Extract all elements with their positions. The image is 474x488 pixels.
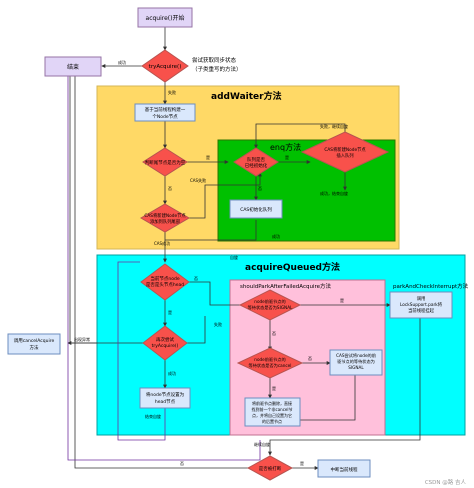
label-continue-loop: 继续自旋: [254, 441, 270, 447]
cas-tail-decision: CAS将新建Node节点 添加到队列尾部: [140, 203, 190, 233]
svg-text:node前驱节点的: node前驱节点的: [254, 298, 285, 305]
svg-text:驱节点的等待状态为: 驱节点的等待状态为: [337, 358, 375, 365]
svg-text:点，并将自己设置为它: 点，并将自己设置为它: [252, 412, 292, 418]
svg-text:等待状态是否为cancel: 等待状态是否为cancel: [249, 362, 292, 369]
try-acquire-decision: tryAcquire(): [141, 49, 189, 83]
skip-cancelled-box: 将前驱节点删除，直接 找到前一个非cancel节 点，并将自己设置为它 的后置节…: [244, 397, 301, 427]
svg-text:SIGNAL: SIGNAL: [348, 365, 364, 370]
label-fail-try: 失败: [168, 89, 176, 95]
svg-text:node前驱节点的: node前驱节点的: [254, 356, 285, 363]
svg-text:结束: 结束: [67, 63, 79, 71]
svg-text:CAS尝试将node的前: CAS尝试将node的前: [336, 352, 376, 359]
add-waiter-title: addWaiter方法: [211, 90, 282, 102]
svg-text:CAS将新建Node节点: CAS将新建Node节点: [324, 146, 366, 153]
start-node: acquire()开始: [137, 7, 193, 28]
svg-text:队列是否: 队列是否: [247, 156, 265, 163]
try-acquire-note: 尝试获取同步状态: [192, 56, 237, 64]
pred-signal-decision: node前驱节点的 等待状态是否为SIGNAL: [238, 289, 302, 321]
svg-text:当前节点node: 当前节点node: [150, 275, 179, 282]
svg-text:将前驱节点删除，直接: 将前驱节点删除，直接: [252, 400, 292, 406]
label-success-try: 成功: [118, 59, 126, 65]
svg-text:是否是头节点head: 是否是头节点head: [146, 281, 184, 288]
watermark: CSDN @路 吉人: [425, 478, 467, 486]
svg-text:找到前一个非cancel节: 找到前一个非cancel节: [252, 406, 293, 412]
enq-title: enq方法: [270, 142, 301, 152]
svg-text:当前线程挂起: 当前线程挂起: [408, 307, 434, 314]
cancel-acquire-box: 调用cancelAcquire 方法: [7, 333, 61, 355]
svg-text:CAS初始化队列: CAS初始化队列: [240, 206, 272, 213]
label-queue-no: 否: [258, 186, 262, 191]
svg-text:的后置节点: 的后置节点: [262, 418, 282, 424]
svg-text:插入队列: 插入队列: [336, 152, 353, 159]
svg-text:head节点: head节点: [155, 399, 176, 405]
label-interrupt-no: 否: [180, 461, 184, 466]
interrupted-decision: 是否被打断: [246, 455, 294, 481]
label-enq-success: 成功，结束自旋: [320, 190, 348, 196]
svg-text:LockSupport.park将: LockSupport.park将: [400, 301, 443, 308]
should-park-title: shouldParkAfterFailedAcquire方法: [240, 282, 331, 290]
svg-text:等待状态是否为SIGNAL: 等待状态是否为SIGNAL: [248, 304, 293, 311]
label-exception: 出现异常: [74, 336, 90, 342]
svg-text:个Node节点: 个Node节点: [152, 114, 178, 120]
svg-text:tryAcquire(): tryAcquire(): [152, 343, 179, 349]
svg-text:方法: 方法: [30, 344, 39, 351]
label-queue-yes: 是: [285, 154, 289, 160]
svg-text:已经初始化: 已经初始化: [245, 162, 268, 169]
tail-null-decision: 判断尾节点是否为空: [142, 147, 188, 177]
svg-text:调用: 调用: [417, 295, 426, 302]
svg-text:中断当前线程: 中断当前线程: [331, 466, 358, 473]
try-acquire-note-2: （子类重写的方法）: [192, 65, 242, 73]
park-interrupt-title: parkAndCheckInterrupt方法: [393, 282, 469, 290]
cas-init-box: CAS初始化队列: [229, 199, 283, 219]
end-node: 结束: [44, 56, 102, 77]
label-yes-tail: 是: [206, 154, 210, 160]
label-init-success: 成功: [272, 233, 280, 239]
create-node-box: 基于当前线程构建一 个Node节点: [134, 103, 196, 122]
svg-text:tryAcquire(): tryAcquire(): [149, 64, 182, 70]
label-cancel-no: 否: [308, 356, 312, 361]
self-interrupt-box: 中断当前线程: [317, 459, 371, 478]
svg-text:添加到队列尾部: 添加到队列尾部: [150, 218, 181, 225]
label-finish-loop: 结束自旋: [145, 413, 161, 419]
queue-init-decision: 队列是否 已经初始化: [233, 147, 279, 177]
label-head-no: 否: [194, 276, 198, 281]
cas-enq-decision: CAS将新建Node节点 插入队列: [300, 131, 390, 173]
cas-signal-box: CAS尝试将node的前 驱节点的等待状态为 SIGNAL: [329, 349, 383, 376]
label-retry-fail: 失败: [214, 321, 222, 327]
label-cas-success: CAS成功: [154, 240, 170, 246]
label-cancel-yes: 是: [272, 385, 276, 391]
label-cas-fail: CAS失败: [190, 177, 206, 183]
label-retry-success: 成功: [168, 370, 176, 376]
svg-text:调用cancelAcquire: 调用cancelAcquire: [14, 337, 55, 344]
svg-text:基于当前线程构建一: 基于当前线程构建一: [145, 106, 186, 113]
svg-text:是否被打断: 是否被打断: [259, 465, 282, 472]
is-head-decision: 当前节点node 是否是头节点head: [140, 263, 190, 301]
pred-cancel-decision: node前驱节点的 等待状态是否为cancel: [236, 347, 304, 379]
svg-text:acquire()开始: acquire()开始: [146, 14, 185, 22]
retry-acquire-decision: 再次尝试 tryAcquire(): [142, 325, 188, 361]
svg-text:判断尾节点是否为空: 判断尾节点是否为空: [145, 159, 186, 166]
acquire-queued-title: acquireQueued方法: [245, 261, 340, 273]
edge-labels: 成功 失败 是 否 CAS失败 CAS成功 是 否 失败，继续自旋 成功，结束自…: [74, 59, 348, 466]
set-head-box: 将node节点设置为 head节点: [139, 387, 191, 409]
label-interrupt-yes: 是: [300, 460, 304, 466]
label-signal-no: 否: [272, 331, 276, 336]
label-signal-yes: 是: [340, 297, 344, 303]
label-loop-top: 自旋: [230, 254, 238, 260]
svg-text:CAS将新建Node节点: CAS将新建Node节点: [144, 212, 186, 219]
label-no-tail: 否: [168, 186, 172, 191]
connectors: [66, 27, 421, 470]
park-box: 调用 LockSupport.park将 当前线程挂起: [389, 291, 453, 319]
label-enq-fail: 失败，继续自旋: [320, 123, 348, 129]
svg-text:再次尝试: 再次尝试: [156, 336, 174, 343]
svg-text:将node节点设置为: 将node节点设置为: [146, 391, 185, 398]
label-head-yes: 是: [168, 309, 172, 315]
